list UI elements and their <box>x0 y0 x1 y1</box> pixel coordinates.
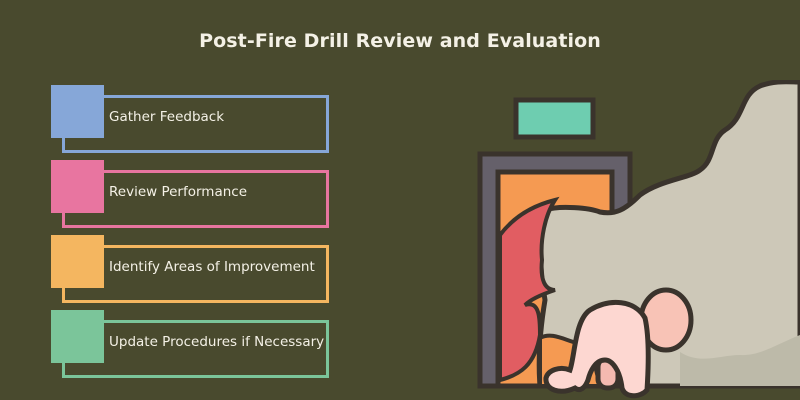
step-label: Review Performance <box>109 184 248 200</box>
step-update-procedures: Update Procedures if Necessary <box>51 310 331 380</box>
step-gather-feedback: Gather Feedback <box>51 85 331 155</box>
step-color-square <box>51 310 104 363</box>
step-color-square <box>51 160 104 213</box>
step-identify-improvement: Identify Areas of Improvement <box>51 235 331 305</box>
step-label: Identify Areas of Improvement <box>109 259 315 275</box>
fire-icon <box>498 196 560 383</box>
exit-sign-icon <box>513 97 596 140</box>
step-review-performance: Review Performance <box>51 160 331 230</box>
step-color-square <box>51 85 104 138</box>
page-title: Post-Fire Drill Review and Evaluation <box>199 30 601 52</box>
fire-escape-illustration <box>477 80 800 399</box>
crawling-person-icon <box>543 287 694 399</box>
step-color-square <box>51 235 104 288</box>
step-label: Gather Feedback <box>109 109 225 125</box>
step-label: Update Procedures if Necessary <box>109 334 325 350</box>
